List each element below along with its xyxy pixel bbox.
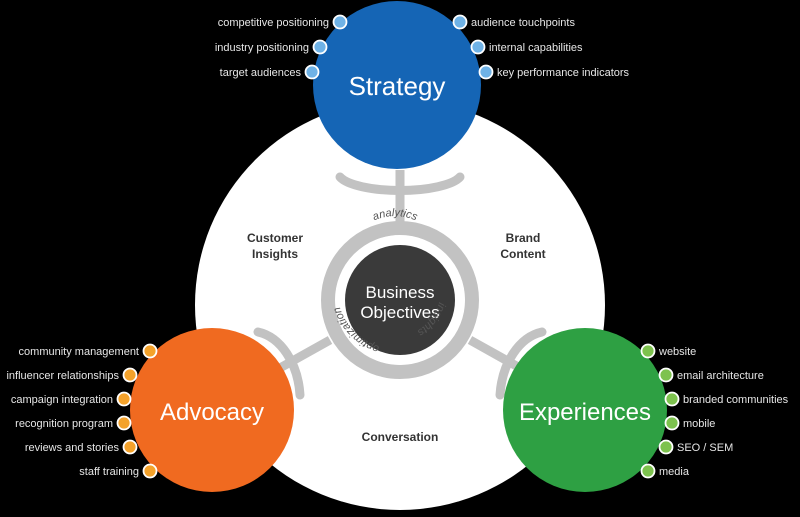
center-title-line2: Objectives bbox=[360, 303, 439, 322]
label-customer-insights-line1: Customer bbox=[247, 231, 303, 245]
bullet-label-email-architecture: email architecture bbox=[677, 370, 764, 382]
bullet-label-staff-training: staff training bbox=[79, 466, 139, 478]
bullet-dot-mobile bbox=[664, 415, 680, 431]
hub-strategy-title: Strategy bbox=[349, 71, 446, 101]
bullet-dot-media bbox=[640, 463, 656, 479]
bullet-label-mobile: mobile bbox=[683, 418, 715, 430]
bullet-dot-website bbox=[640, 343, 656, 359]
bullet-dot-key-performance-indicators bbox=[478, 64, 494, 80]
bullet-label-audience-touchpoints: audience touchpoints bbox=[471, 17, 575, 29]
center-ring-inner-line bbox=[335, 235, 465, 365]
bullet-dot-community-management bbox=[142, 343, 158, 359]
bullet-label-media: media bbox=[659, 466, 690, 478]
bullet-dot-seo-sem bbox=[658, 439, 674, 455]
ring-word-analytics-path: analytics bbox=[371, 207, 420, 224]
ring-word-analytics: analytics bbox=[371, 207, 420, 224]
bullet-dot-email-architecture bbox=[658, 367, 674, 383]
center-title-line1: Business bbox=[366, 283, 435, 302]
bullet-label-industry-positioning: industry positioning bbox=[215, 42, 309, 54]
bullet-label-campaign-integration: campaign integration bbox=[11, 394, 113, 406]
bullet-dot-branded-communities bbox=[664, 391, 680, 407]
hub-advocacy-title: Advocacy bbox=[160, 399, 264, 426]
bullet-dot-industry-positioning bbox=[312, 39, 328, 55]
bullet-label-competitive-positioning: competitive positioning bbox=[218, 17, 329, 29]
bullet-dot-competitive-positioning bbox=[332, 14, 348, 30]
center-core bbox=[345, 245, 455, 355]
arc-strategy bbox=[335, 172, 465, 195]
label-brand-content-line2: Content bbox=[500, 247, 545, 261]
bullet-label-target-audiences: target audiences bbox=[220, 67, 302, 79]
label-brand-content-line1: Brand bbox=[506, 231, 541, 245]
bullet-dot-campaign-integration bbox=[116, 391, 132, 407]
bullet-dot-target-audiences bbox=[304, 64, 320, 80]
bullet-label-community-management: community management bbox=[19, 346, 139, 358]
hub-experiences-title: Experiences bbox=[519, 399, 651, 426]
bullet-dot-staff-training bbox=[142, 463, 158, 479]
label-conversation: Conversation bbox=[362, 430, 439, 444]
bullet-dot-audience-touchpoints bbox=[452, 14, 468, 30]
bullet-label-seo-sem: SEO / SEM bbox=[677, 442, 733, 454]
bullet-dot-recognition-program bbox=[116, 415, 132, 431]
hub-experiences bbox=[503, 328, 667, 492]
bullet-dot-influencer-relationships bbox=[122, 367, 138, 383]
bullet-label-website: website bbox=[658, 346, 696, 358]
bullet-label-branded-communities: branded communities bbox=[683, 394, 789, 406]
bullet-label-internal-capabilities: internal capabilities bbox=[489, 42, 583, 54]
label-customer-insights-line2: Insights bbox=[252, 247, 298, 261]
bullet-label-recognition-program: recognition program bbox=[15, 418, 113, 430]
arc-experiences bbox=[495, 327, 547, 400]
bullet-label-reviews-and-stories: reviews and stories bbox=[25, 442, 120, 454]
bullet-dot-internal-capabilities bbox=[470, 39, 486, 55]
arc-advocacy bbox=[253, 327, 305, 400]
bullet-label-influencer-relationships: influencer relationships bbox=[6, 370, 119, 382]
bullet-label-key-performance-indicators: key performance indicators bbox=[497, 67, 630, 79]
bullet-dot-reviews-and-stories bbox=[122, 439, 138, 455]
bullet-dots: competitive positioning industry position… bbox=[6, 14, 789, 479]
hub-advocacy bbox=[130, 328, 294, 492]
hub-strategy bbox=[313, 1, 481, 169]
